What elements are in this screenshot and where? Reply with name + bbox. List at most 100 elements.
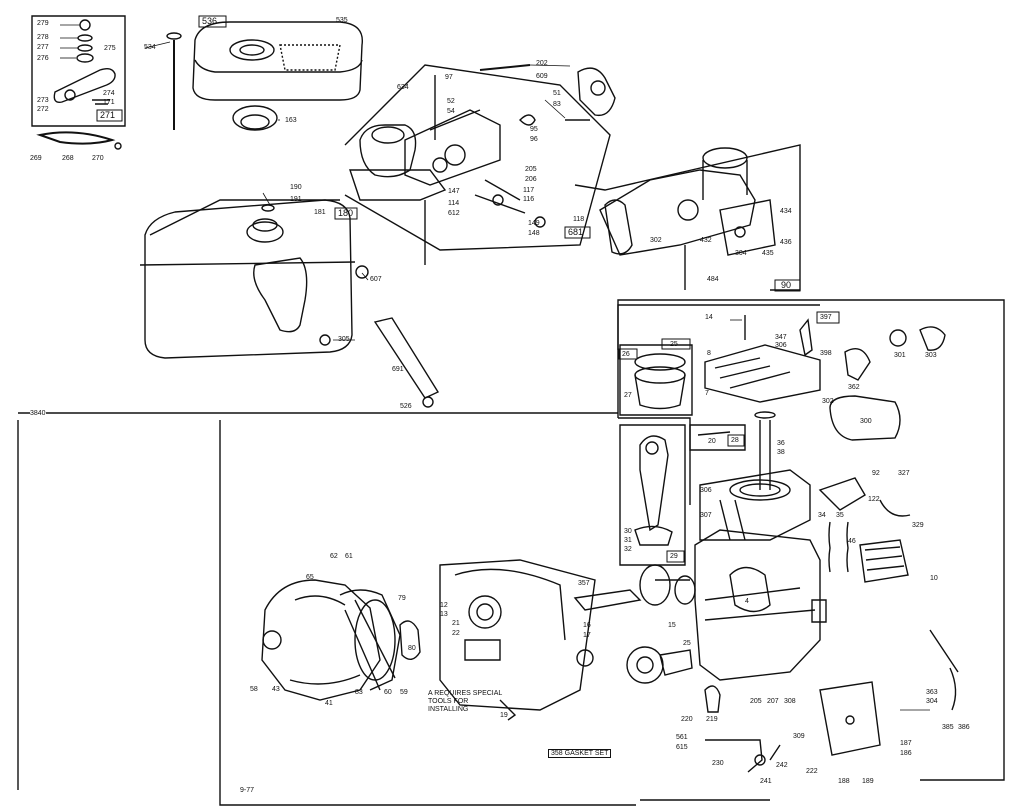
- part-number-label: 32: [624, 546, 632, 553]
- right-frame: [618, 300, 1004, 780]
- part-number-label: 15: [668, 622, 676, 629]
- group-box-number-26: 26: [622, 351, 630, 358]
- part-number-label: 306: [700, 487, 712, 494]
- part-number-label: 114: [448, 200, 460, 207]
- special-tools-note: A REQUIRES SPECIAL TOOLS FOR INSTALLING: [428, 690, 503, 713]
- part-number-label: 17: [583, 632, 591, 639]
- part-number-label: 309: [793, 733, 805, 740]
- model-number: 3840: [30, 410, 46, 417]
- part-number-label: 222: [806, 768, 818, 775]
- part-number-label: 118: [573, 216, 585, 223]
- part-number-label: 117: [523, 187, 535, 194]
- part-number-label: 357: [578, 580, 590, 587]
- group-box-number-180: 180: [338, 208, 354, 218]
- part-number-label: 13: [440, 611, 448, 618]
- part-number-label: 171: [103, 99, 115, 106]
- part-number-label: 43: [272, 686, 280, 693]
- part-number-label: 202: [536, 60, 548, 67]
- part-number-label: 12: [440, 602, 448, 609]
- part-number-label: 277: [37, 44, 49, 51]
- part-number-label: 268: [62, 155, 74, 162]
- part-number-label: 230: [712, 760, 724, 767]
- part-number-label: 34: [818, 512, 826, 519]
- inner-frame: [618, 418, 690, 505]
- part-number-label: 83: [553, 101, 561, 108]
- part-number-label: 275: [104, 45, 116, 52]
- leader-lines: [60, 25, 930, 710]
- part-number-label: 347: [775, 334, 787, 341]
- group-box-number-271: 271: [100, 110, 116, 120]
- part-number-label: 206: [525, 176, 537, 183]
- part-number-label: 205: [750, 698, 762, 705]
- group-box-28: [728, 435, 744, 446]
- connecting-rod: [620, 425, 745, 565]
- part-number-label: 51: [553, 90, 561, 97]
- part-number-label: 95: [530, 126, 538, 133]
- part-number-label: 609: [536, 73, 548, 80]
- part-number-label: 92: [872, 470, 880, 477]
- group-box-number-25: 25: [670, 341, 678, 348]
- part-number-label: 79: [398, 595, 406, 602]
- part-number-label: 270: [92, 155, 104, 162]
- group-box-180: [335, 208, 357, 219]
- rewind-starter-parts: [40, 20, 121, 149]
- part-number-label: 561: [676, 734, 688, 741]
- part-number-label: 191: [290, 196, 302, 203]
- part-number-label: 188: [838, 778, 850, 785]
- part-number-label: 189: [862, 778, 874, 785]
- part-number-label: 181: [314, 209, 326, 216]
- part-number-label: 220: [681, 716, 693, 723]
- part-number-label: 434: [780, 208, 792, 215]
- part-number-label: 276: [37, 55, 49, 62]
- crankcase-cover: [440, 560, 595, 720]
- part-number-label: 21: [452, 620, 460, 627]
- part-number-label: 304: [926, 698, 938, 705]
- part-number-label: 303: [925, 352, 937, 359]
- part-number-label: 329: [912, 522, 924, 529]
- part-number-label: 272: [37, 106, 49, 113]
- lower-frame: [220, 420, 636, 805]
- part-number-label: 398: [820, 350, 832, 357]
- part-number-label: 327: [898, 470, 910, 477]
- intake-manifold: [575, 145, 800, 290]
- part-number-label: 190: [290, 184, 302, 191]
- part-number-label: 163: [285, 117, 297, 124]
- part-number-label: 10: [930, 575, 938, 582]
- part-number-label: 122: [868, 496, 880, 503]
- part-number-label: 526: [400, 403, 412, 410]
- part-number-label: 306: [775, 342, 787, 349]
- blower-housing-flywheel: [262, 580, 420, 700]
- part-number-label: 7: [705, 390, 709, 397]
- part-number-label: 16: [583, 622, 591, 629]
- part-number-label: 116: [523, 196, 535, 203]
- part-number-label: 435: [762, 250, 774, 257]
- group-box-397: [817, 312, 839, 323]
- part-number-label: 61: [345, 553, 353, 560]
- part-number-label: 41: [325, 700, 333, 707]
- part-number-label: 269: [30, 155, 42, 162]
- part-number-label: 8: [707, 350, 711, 357]
- part-number-label: 36: [777, 440, 785, 447]
- part-number-label: 83: [355, 689, 363, 696]
- part-number-label: 302: [822, 398, 834, 405]
- part-number-label: 62: [330, 553, 338, 560]
- part-number-label: 97: [445, 74, 453, 81]
- carburetor: [345, 65, 615, 265]
- group-box-271: [97, 110, 122, 121]
- group-box-number-397: 397: [820, 314, 832, 321]
- part-number-label: 300: [860, 418, 872, 425]
- part-number-label: 14: [705, 314, 713, 321]
- part-number-label: 241: [760, 778, 772, 785]
- part-number-label: 607: [370, 276, 382, 283]
- part-number-label: 307: [700, 512, 712, 519]
- cylinder-head-piston: [618, 305, 945, 490]
- part-number-label: 25: [683, 640, 691, 647]
- part-number-label: 385: [942, 724, 954, 731]
- group-box-number-28: 28: [731, 437, 739, 444]
- part-number-label: 187: [900, 740, 912, 747]
- part-number-label: 615: [676, 744, 688, 751]
- part-number-label: 30: [624, 528, 632, 535]
- part-number-label: 302: [650, 237, 662, 244]
- part-number-label: 31: [624, 537, 632, 544]
